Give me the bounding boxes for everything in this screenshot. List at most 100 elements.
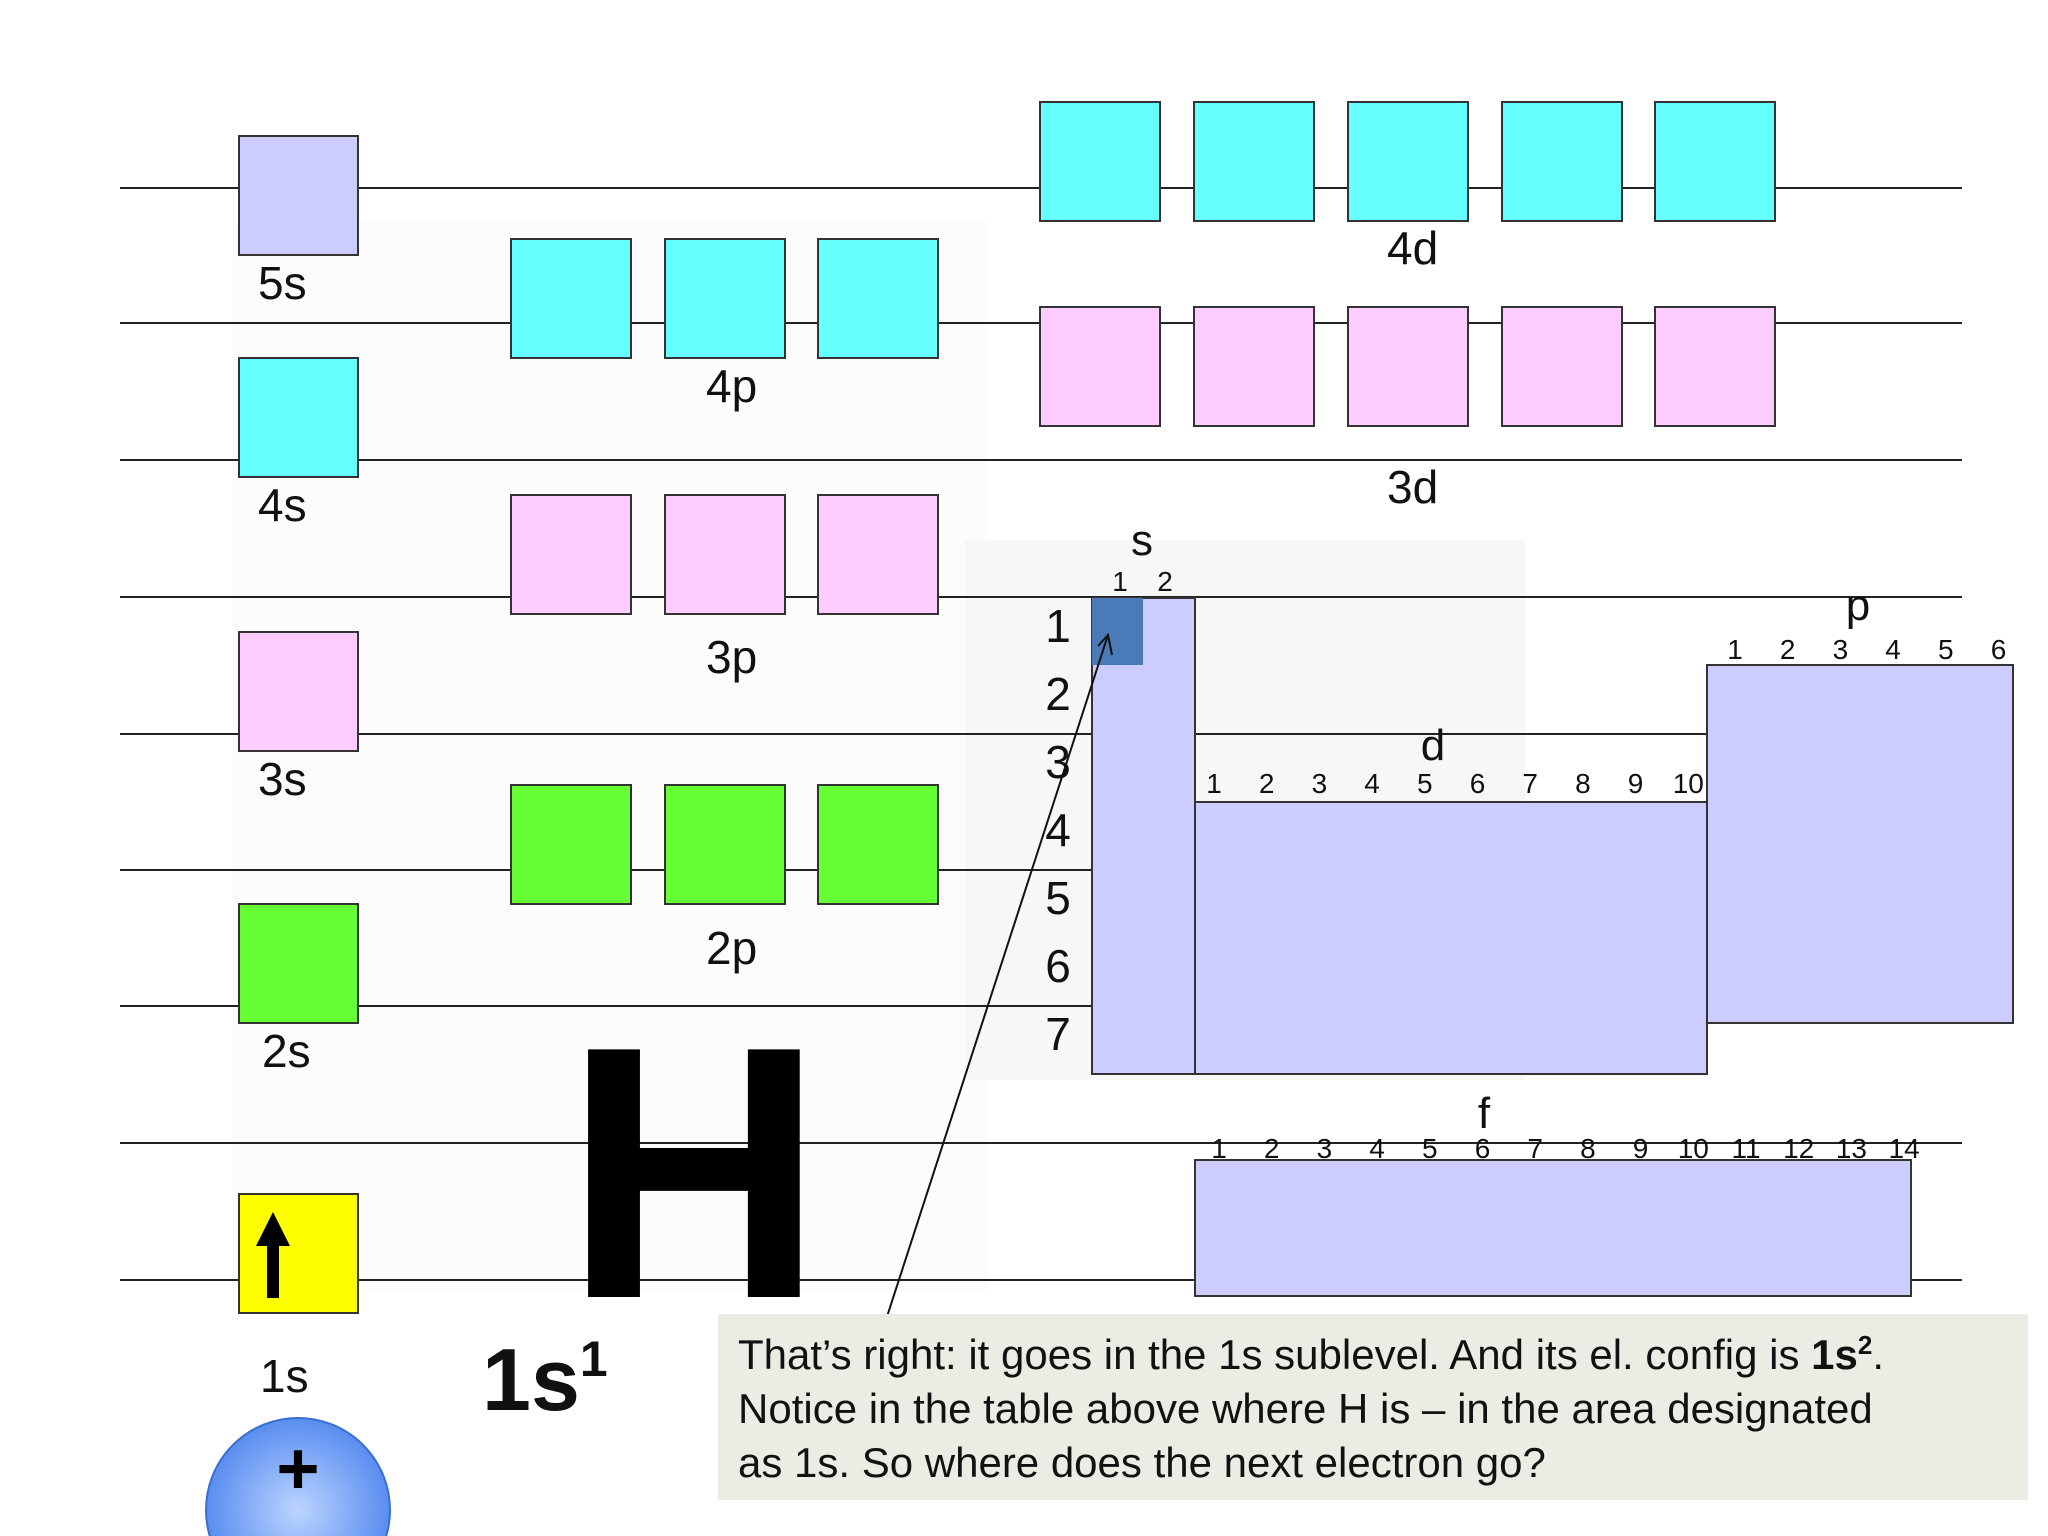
p-column-6: 6: [1991, 634, 2007, 665]
orbital-box-4d: [1501, 101, 1623, 222]
d-column-2: 2: [1259, 768, 1275, 799]
f-block: [1194, 1159, 1912, 1297]
d-column-10: 10: [1673, 768, 1704, 799]
p-block: [1706, 664, 2014, 1024]
f-column-4: 4: [1369, 1133, 1385, 1164]
d-column-6: 6: [1470, 768, 1486, 799]
p-block-label: p: [1846, 581, 1870, 630]
orbital-box-4s: [238, 357, 359, 478]
d-column-7: 7: [1522, 768, 1538, 799]
orbital-box-4p: [664, 238, 786, 359]
s-orbital-labels: 5s 4s 3s 2s 1s: [258, 257, 311, 1402]
period-number-1: 1: [1045, 600, 1071, 652]
p-orbitals: [510, 238, 939, 905]
f-column-10: 10: [1678, 1133, 1709, 1164]
element-symbol: H: [564, 972, 824, 1374]
orbital-box-4d: [1654, 101, 1776, 222]
nucleus-circle: [205, 1417, 391, 1536]
orbital-box-4d: [1347, 101, 1469, 222]
orbital-box-2p: [817, 784, 939, 905]
f-column-8: 8: [1580, 1133, 1596, 1164]
orbital-label-1s: 1s: [260, 1350, 309, 1402]
orbital-box-4d: [1193, 101, 1315, 222]
nucleus: +: [205, 1417, 391, 1536]
orbital-box-3d: [1654, 306, 1776, 427]
period-number-5: 5: [1045, 872, 1071, 924]
f-column-1: 1: [1211, 1133, 1227, 1164]
f-column-11: 11: [1731, 1133, 1760, 1164]
explanation-text: That’s right: it goes in the 1s sublevel…: [738, 1331, 1812, 1378]
orbital-box-3d: [1347, 306, 1469, 427]
explanation-line-3: as 1s. So where does the next electron g…: [738, 1439, 1546, 1486]
d-column-8: 8: [1575, 768, 1591, 799]
p-column-4: 4: [1885, 634, 1901, 665]
f-column-13: 13: [1836, 1133, 1867, 1164]
orbital-box-3p: [664, 494, 786, 615]
period-number-6: 6: [1045, 940, 1071, 992]
period-number-4: 4: [1045, 804, 1071, 856]
orbital-label-3d: 3d: [1387, 461, 1438, 513]
config-main: 1s: [482, 1330, 580, 1429]
explanation-line-1: That’s right: it goes in the 1s sublevel…: [738, 1328, 2010, 1382]
orbital-label-4s: 4s: [258, 479, 307, 531]
p-column-2: 2: [1780, 634, 1796, 665]
orbital-box-4p: [817, 238, 939, 359]
orbital-box-3s: [238, 631, 359, 752]
p-orbital-labels: 4p 3p 2p: [706, 360, 757, 974]
p-column-1: 1: [1727, 634, 1743, 665]
orbital-label-4d: 4d: [1387, 222, 1438, 274]
f-column-9: 9: [1633, 1133, 1649, 1164]
orbital-box-3d: [1039, 306, 1161, 427]
pointer-arrowhead: [1097, 632, 1113, 656]
period-number-2: 2: [1045, 668, 1071, 720]
f-column-7: 7: [1527, 1133, 1543, 1164]
f-column-6: 6: [1475, 1133, 1491, 1164]
d-block: [1194, 801, 1708, 1075]
explanation-line-2: Notice in the table above where H is – i…: [738, 1385, 1873, 1432]
p-column-3: 3: [1833, 634, 1849, 665]
s-column-1: 1: [1112, 566, 1128, 597]
s-orbitals: [238, 135, 359, 1314]
orbital-label-4p: 4p: [706, 360, 757, 412]
d-column-1: 1: [1206, 768, 1222, 799]
explanation-text: .: [1872, 1331, 1884, 1378]
orbital-label-2s: 2s: [262, 1025, 311, 1077]
explanation-config: 1s: [1811, 1331, 1858, 1378]
orbital-box-3d: [1501, 306, 1623, 427]
orbital-box-3d: [1193, 306, 1315, 427]
s-column-2: 2: [1157, 566, 1173, 597]
orbital-label-2p: 2p: [706, 922, 757, 974]
d-column-5: 5: [1417, 768, 1433, 799]
nucleus-plus-sign: +: [276, 1427, 319, 1510]
orbital-box-2p: [664, 784, 786, 905]
f-column-14: 14: [1889, 1133, 1920, 1164]
d-orbitals: [1039, 101, 1776, 427]
f-column-2: 2: [1264, 1133, 1280, 1164]
orbital-label-3s: 3s: [258, 753, 307, 805]
d-column-3: 3: [1312, 768, 1328, 799]
up-arrow-icon: [256, 1212, 290, 1298]
orbital-label-5s: 5s: [258, 257, 307, 309]
orbital-box-5s: [238, 135, 359, 256]
s-block-label: s: [1131, 516, 1153, 565]
orbital-box-1s: [238, 1193, 359, 1314]
config-superscript: 1: [580, 1331, 608, 1387]
f-column-3: 3: [1317, 1133, 1333, 1164]
orbital-box-2p: [510, 784, 632, 905]
d-orbital-labels: 4d 3d: [1387, 222, 1438, 513]
orbital-box-3p: [510, 494, 632, 615]
d-block-label: d: [1421, 721, 1445, 770]
f-column-5: 5: [1422, 1133, 1438, 1164]
electron-configuration: 1s1: [482, 1330, 608, 1429]
orbital-box-2s: [238, 903, 359, 1024]
highlighted-cell-1s: [1092, 598, 1143, 665]
d-column-4: 4: [1364, 768, 1380, 799]
f-block-label: f: [1478, 1089, 1491, 1138]
